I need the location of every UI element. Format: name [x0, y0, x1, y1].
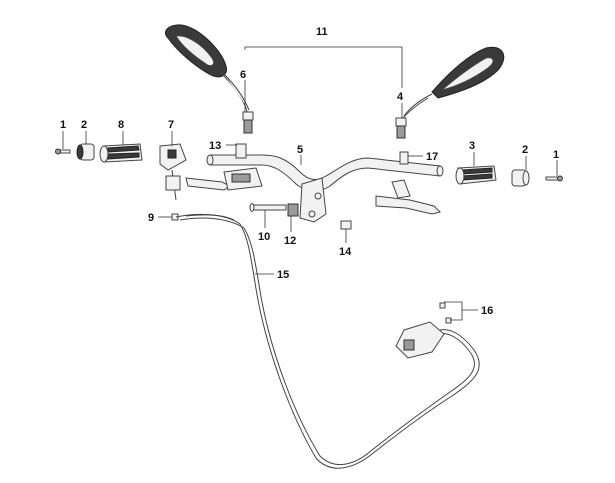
callout-12: 12 — [284, 235, 296, 247]
brake-cables — [175, 213, 480, 469]
callout-7: 7 — [168, 119, 174, 131]
callout-15: 15 — [277, 269, 289, 281]
callout-2-right: 2 — [522, 144, 528, 156]
right-controls — [375, 165, 563, 215]
callout-5: 5 — [297, 144, 303, 156]
callout-8: 8 — [118, 119, 124, 131]
callout-14: 14 — [339, 246, 352, 258]
right-mirror — [395, 46, 505, 139]
callout-1-left: 1 — [60, 119, 66, 131]
callout-17: 17 — [426, 151, 438, 163]
callout-labels: 1 2 8 7 6 11 4 13 5 17 3 2 1 9 10 12 14 … — [60, 26, 559, 317]
callout-13: 13 — [209, 140, 221, 152]
callout-4: 4 — [397, 91, 404, 103]
leader-lines — [62, 46, 558, 321]
callout-2-left: 2 — [81, 119, 87, 131]
left-controls — [55, 143, 352, 230]
callout-9: 9 — [148, 212, 154, 224]
callout-16: 16 — [481, 305, 493, 317]
callout-11: 11 — [316, 26, 328, 38]
handlebar — [206, 143, 444, 223]
callout-6: 6 — [240, 69, 246, 81]
callout-3: 3 — [469, 140, 475, 152]
callout-1-right: 1 — [553, 149, 559, 161]
callout-10: 10 — [258, 231, 270, 243]
left-mirror — [164, 24, 254, 134]
